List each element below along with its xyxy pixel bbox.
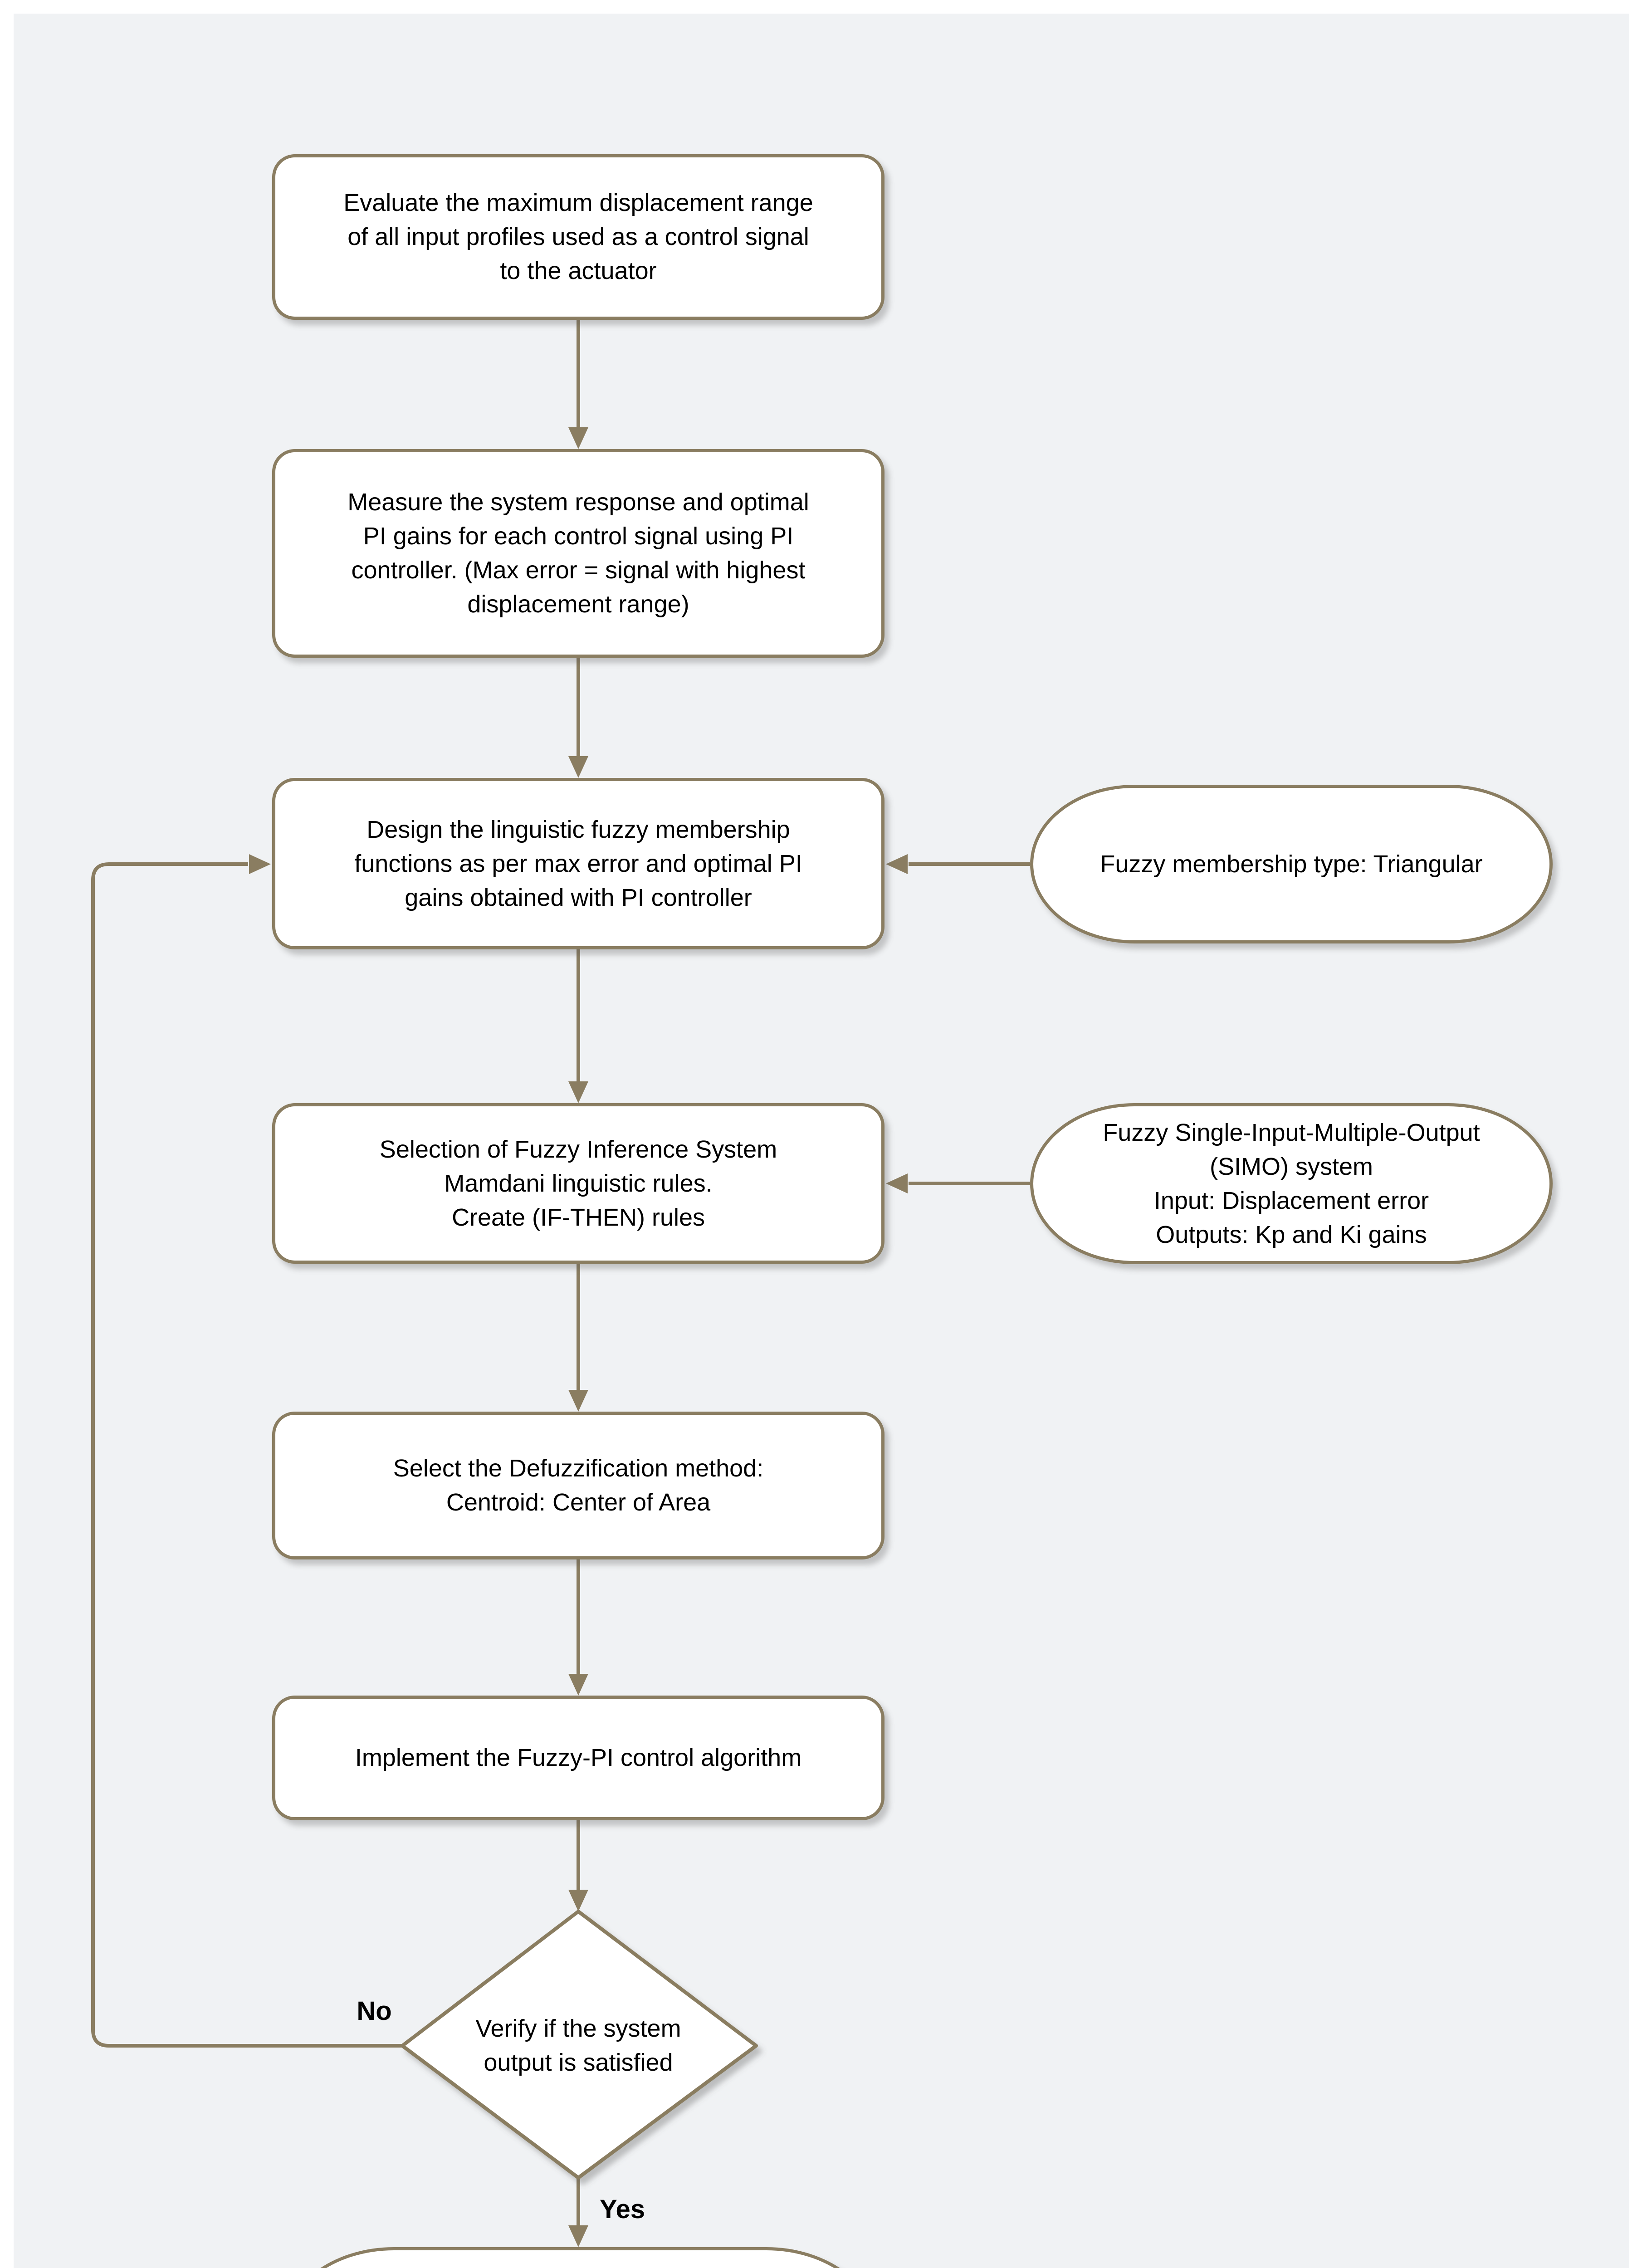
note-membership-text: Fuzzy membership type: Triangular: [1100, 850, 1483, 878]
node-fuzzy-inference-selection: Selection of Fuzzy Inference System Mamd…: [272, 1103, 885, 1264]
edge-label-yes: Yes: [600, 2195, 645, 2224]
node-design-text: Design the linguistic fuzzy membership f…: [354, 816, 802, 911]
note-fuzzy-membership-type: Fuzzy membership type: Triangular: [1030, 785, 1553, 943]
node-defuzzification-text: Select the Defuzzification method: Centr…: [393, 1455, 764, 1516]
node-implement-fuzzy-pi: Implement the Fuzzy-PI control algorithm: [272, 1696, 885, 1820]
node-design-membership-functions: Design the linguistic fuzzy membership f…: [272, 778, 885, 949]
node-evaluate-displacement-range: Evaluate the maximum displacement range …: [272, 154, 885, 320]
node-inference-text: Selection of Fuzzy Inference System Mamd…: [379, 1135, 777, 1231]
node-measure-text: Measure the system response and optimal …: [347, 489, 809, 618]
node-validate-iso-tolerance: Validate the control system against the …: [281, 2247, 880, 2268]
node-implement-text: Implement the Fuzzy-PI control algorithm: [355, 1744, 802, 1771]
node-defuzzification-method: Select the Defuzzification method: Centr…: [272, 1412, 885, 1559]
node-decision-label-wrap: Verify if the system output is satisfied: [442, 1989, 714, 2102]
edge-label-no: No: [357, 1996, 392, 2026]
note-fuzzy-simo-system: Fuzzy Single-Input-Multiple-Output (SIMO…: [1030, 1103, 1553, 1264]
node-decision-text: Verify if the system output is satisfied: [475, 2015, 681, 2076]
node-evaluate-text: Evaluate the maximum displacement range …: [343, 189, 813, 284]
node-measure-system-response: Measure the system response and optimal …: [272, 449, 885, 658]
note-simo-text: Fuzzy Single-Input-Multiple-Output (SIMO…: [1103, 1119, 1480, 1248]
